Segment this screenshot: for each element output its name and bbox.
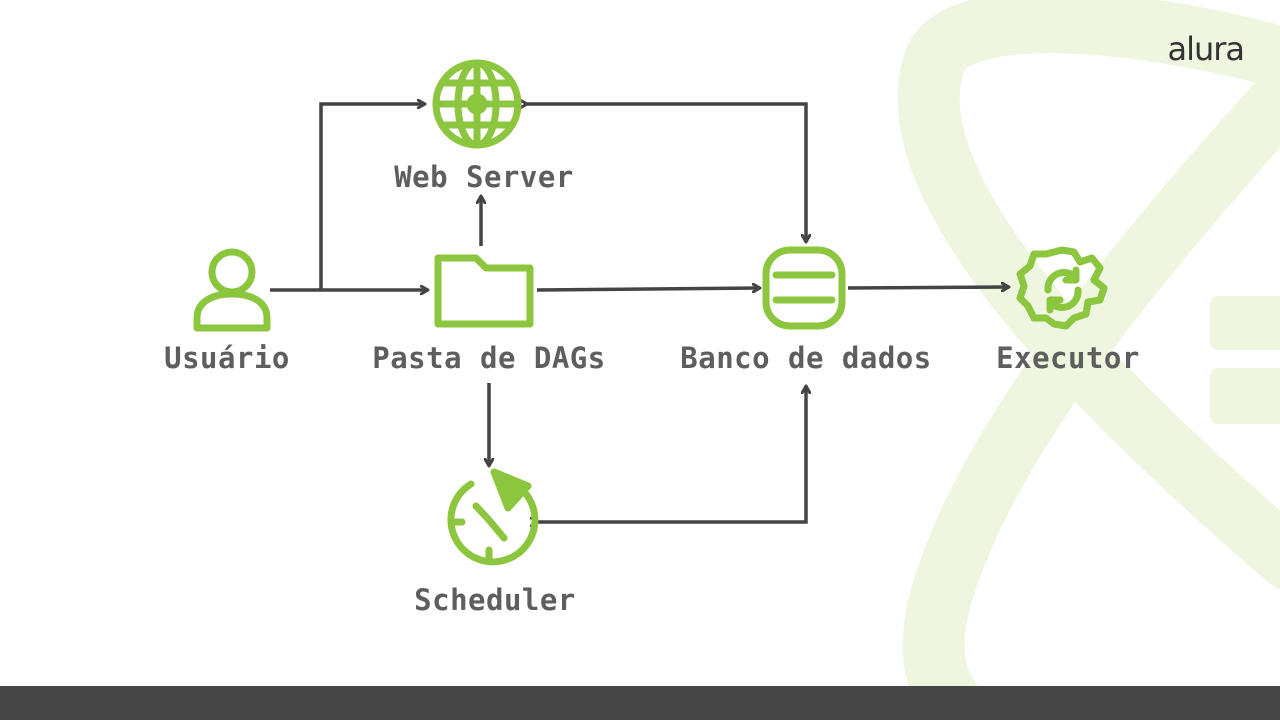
edge-scheduler-banco [538, 386, 806, 522]
label-executor: Executor [996, 341, 1140, 375]
edge-pasta-banco [536, 288, 760, 290]
architecture-diagram [193, 59, 1108, 566]
folder-icon [434, 254, 534, 328]
edge-webserver-banco [527, 104, 806, 242]
globe-icon [432, 59, 522, 149]
alura-logo: alura [1167, 30, 1245, 68]
gear-sync-icon [1016, 246, 1108, 330]
user-icon [193, 248, 271, 332]
database-icon [762, 246, 846, 330]
footer-bar [0, 686, 1280, 720]
edge-usuario-webserver [319, 104, 425, 290]
label-pasta-de-dags: Pasta de DAGs [372, 341, 606, 375]
background-shape [897, 0, 1280, 686]
label-scheduler: Scheduler [414, 583, 576, 617]
edge-banco-executor [847, 287, 1009, 288]
label-banco-de-dados: Banco de dados [680, 341, 932, 375]
clock-icon [447, 468, 539, 566]
label-usuario: Usuário [164, 341, 290, 375]
label-web-server: Web Server [394, 160, 574, 194]
